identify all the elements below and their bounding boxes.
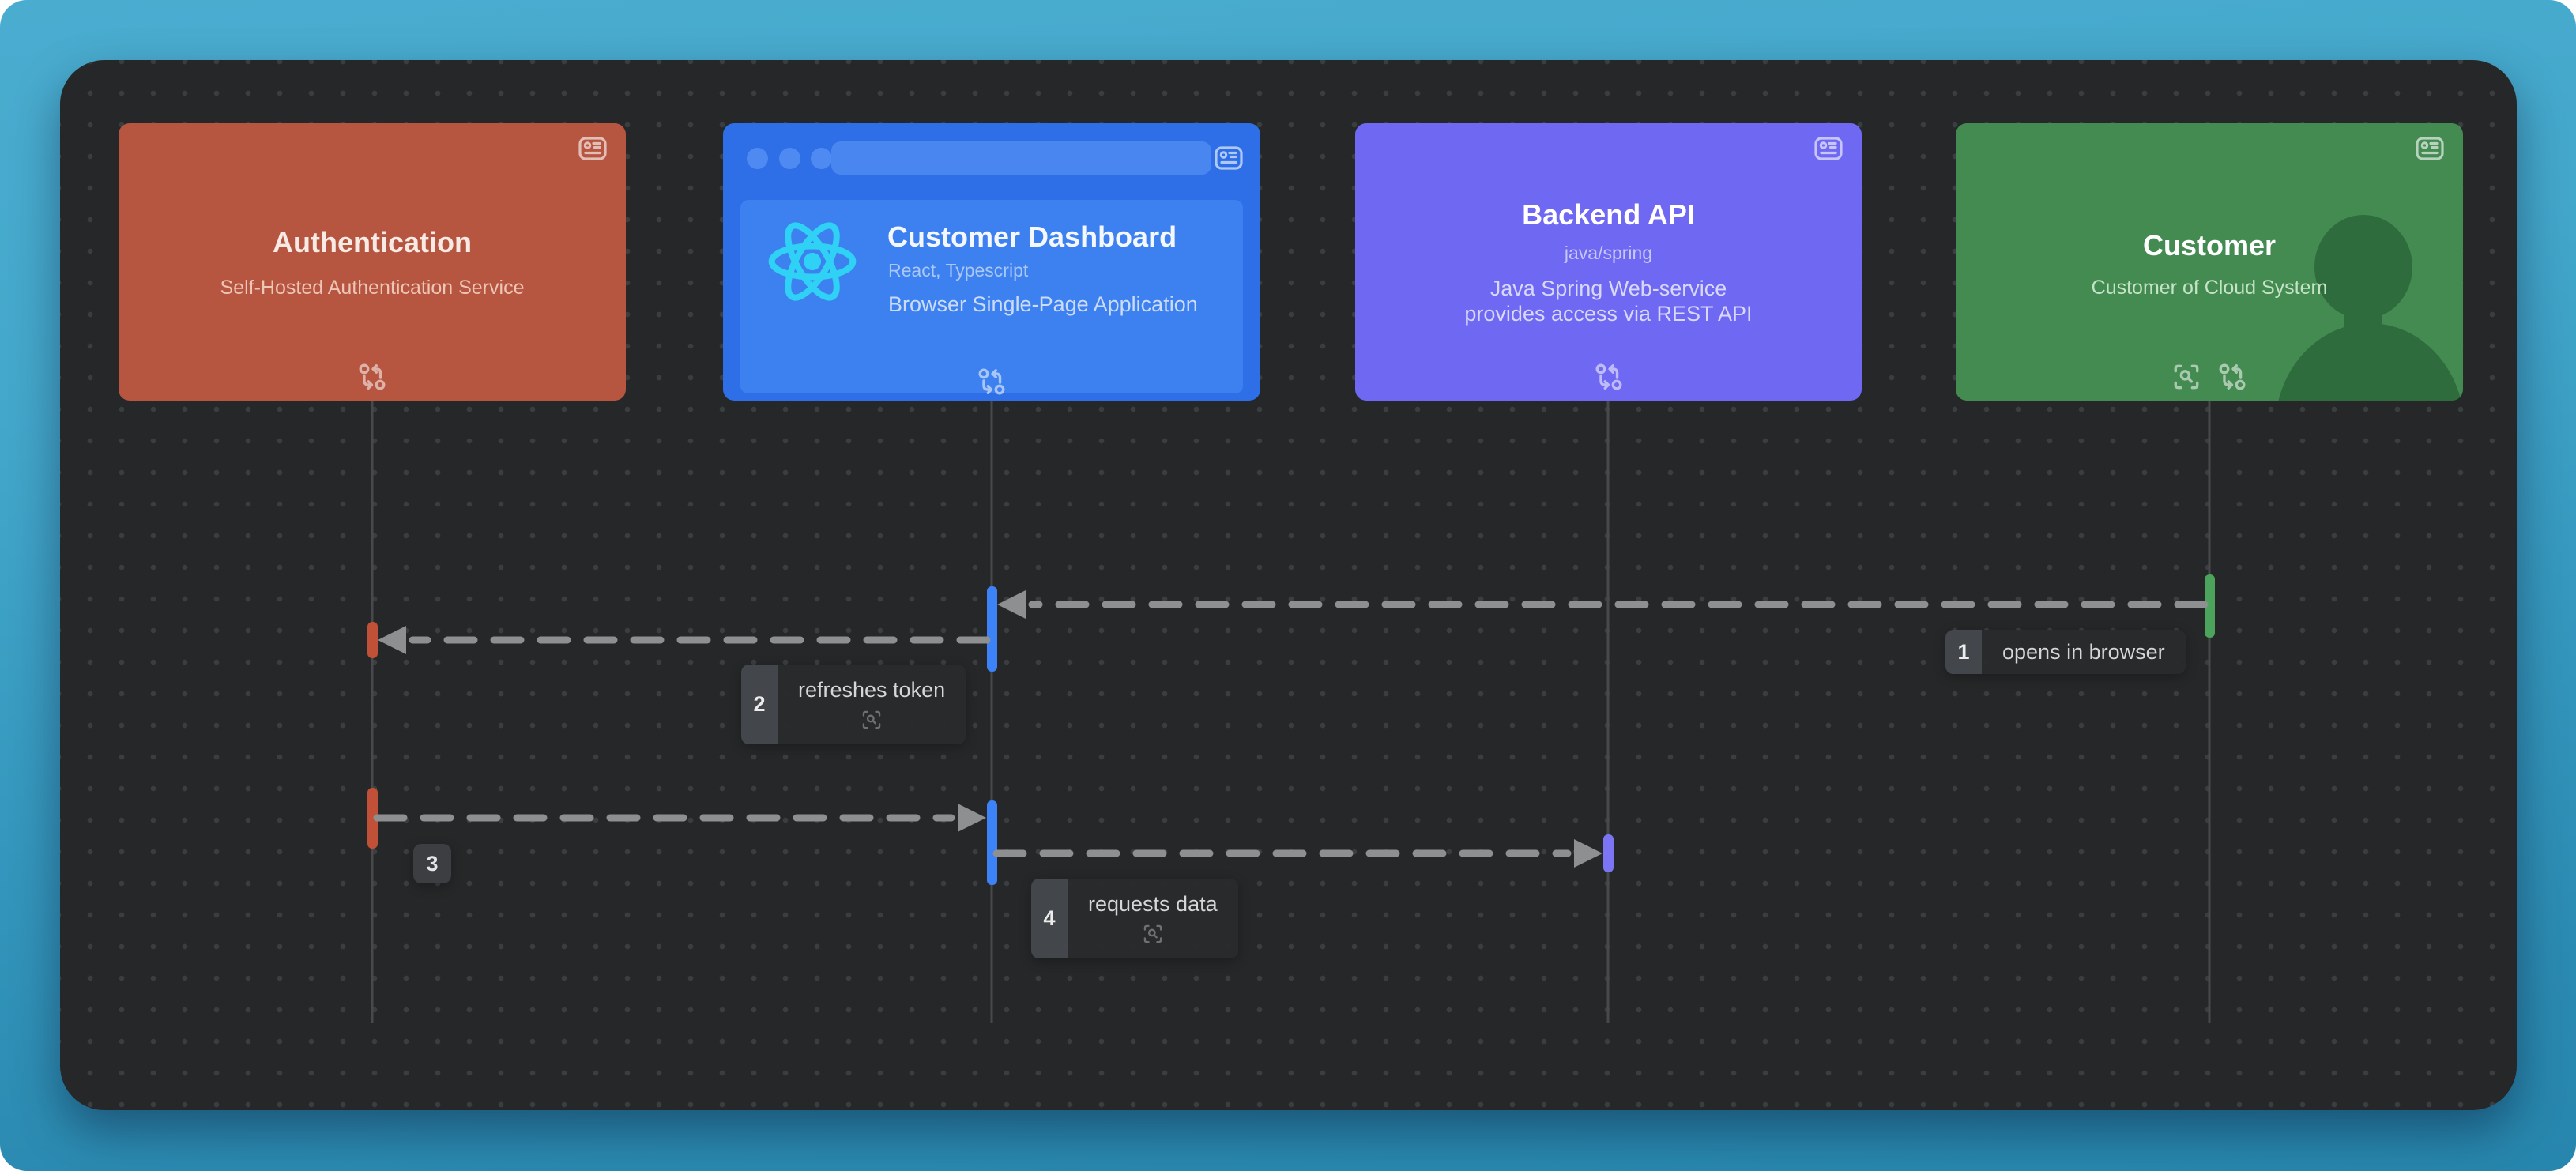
- id-card-icon: [578, 137, 607, 160]
- id-card-icon: [1215, 146, 1243, 170]
- person-silhouette: [2278, 215, 2461, 401]
- activation-bar-customer[interactable]: [2205, 574, 2215, 638]
- activation-bar-backend[interactable]: [1603, 834, 1614, 872]
- flow-icon: [978, 368, 1005, 395]
- flow-step-1[interactable]: 1 opens in browser: [1945, 630, 2186, 674]
- actor-title: Authentication: [273, 226, 472, 258]
- flow-step-number: 3: [426, 851, 439, 875]
- browser-dot-2: [779, 148, 800, 169]
- flow-step-number: 1: [1945, 630, 1982, 674]
- flow-icon: [1595, 363, 1621, 390]
- activation-bar-auth-1[interactable]: [367, 622, 378, 658]
- flow-icon: [2219, 363, 2246, 390]
- flow-step-2[interactable]: 2 refreshes token: [741, 665, 966, 744]
- flow-step-3[interactable]: 3: [413, 844, 451, 883]
- activation-bar-dashboard-1[interactable]: [987, 586, 997, 672]
- flow-step-label: refreshes token: [798, 678, 946, 702]
- browser-dot-3: [811, 148, 832, 169]
- id-card-icon: [1814, 137, 1843, 160]
- flow-icon: [359, 363, 386, 390]
- browser-url-bar: [831, 141, 1211, 175]
- actor-card-customer[interactable]: Customer Customer of Cloud System: [1956, 123, 2463, 401]
- flow-step-label: opens in browser: [2002, 639, 2165, 664]
- id-card-icon: [2416, 137, 2444, 160]
- scan-icon: [2174, 364, 2199, 390]
- flow-step-4[interactable]: 4 requests data: [1031, 879, 1238, 958]
- react-logo: [768, 222, 857, 301]
- actor-subtitle: Customer of Cloud System: [2091, 277, 2328, 299]
- activation-bar-dashboard-2[interactable]: [987, 800, 997, 885]
- scan-icon: [1143, 924, 1162, 943]
- actor-title: Customer Dashboard: [887, 220, 1177, 253]
- flow-step-number: 2: [741, 665, 778, 744]
- actor-subtitle: Java Spring Web-service provides access …: [1464, 277, 1753, 326]
- actor-subtitle: Browser Single-Page Application: [888, 292, 1198, 316]
- browser-dot-1: [747, 148, 768, 169]
- actor-card-backend-api[interactable]: Backend API java/spring Java Spring Web-…: [1355, 123, 1862, 401]
- actor-tech: React, Typescript: [888, 260, 1029, 281]
- actor-card-authentication[interactable]: Authentication Self-Hosted Authenticatio…: [119, 123, 626, 401]
- flow-step-number: 4: [1031, 879, 1068, 958]
- actor-tech: java/spring: [1564, 243, 1653, 263]
- actor-title: Backend API: [1522, 198, 1695, 231]
- browser-content-panel: Customer Dashboard React, Typescript Bro…: [740, 200, 1243, 393]
- flow-step-label: requests data: [1088, 892, 1218, 916]
- actor-card-customer-dashboard[interactable]: Customer Dashboard React, Typescript Bro…: [723, 123, 1260, 401]
- actor-title: Customer: [2142, 229, 2277, 262]
- activation-bar-auth-2[interactable]: [367, 788, 378, 849]
- actor-subtitle: Self-Hosted Authentication Service: [220, 277, 525, 299]
- scan-icon: [862, 710, 881, 729]
